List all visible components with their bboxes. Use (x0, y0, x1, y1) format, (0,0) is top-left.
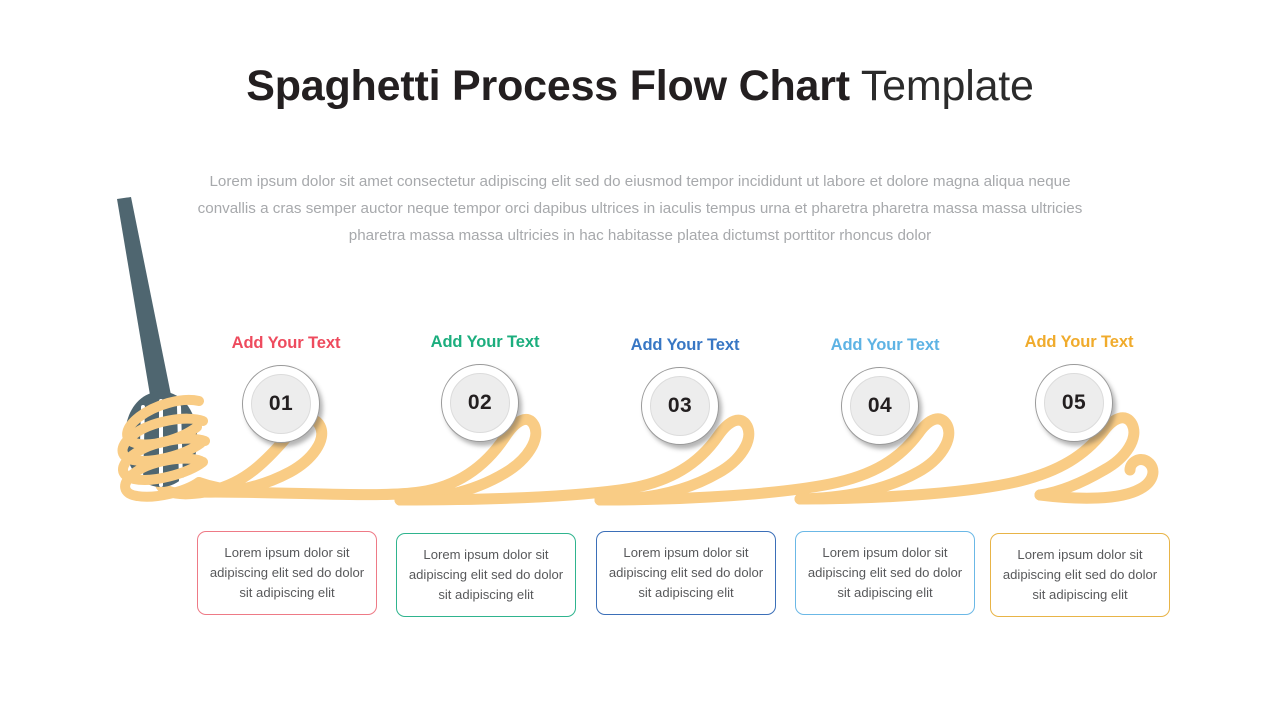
step-column-3: Add Your Text 03 (585, 336, 785, 449)
description-text-1: Lorem ipsum dolor sit adipiscing elit se… (209, 545, 365, 600)
badge-wrapper-2: 02 (385, 360, 585, 446)
title-bold-part: Spaghetti Process Flow Chart (246, 62, 850, 110)
badge-wrapper-4: 04 (785, 363, 985, 449)
title-light-part: Template (849, 62, 1034, 110)
description-text-5: Lorem ipsum dolor sit adipiscing elit se… (1002, 547, 1158, 602)
step-number-1: 01 (268, 392, 294, 415)
description-text-4: Lorem ipsum dolor sit adipiscing elit se… (807, 545, 963, 600)
description-box-4[interactable]: Lorem ipsum dolor sit adipiscing elit se… (795, 531, 975, 615)
step-badge-3[interactable]: 03 (641, 367, 719, 445)
step-heading-3: Add Your Text (630, 336, 740, 354)
step-column-4: Add Your Text 04 (785, 336, 985, 449)
description-box-2[interactable]: Lorem ipsum dolor sit adipiscing elit se… (396, 533, 576, 617)
step-number-2: 02 (467, 391, 493, 414)
badge-inner-3: 03 (650, 376, 710, 436)
step-number-3: 03 (667, 394, 693, 417)
badge-wrapper-3: 03 (585, 363, 785, 449)
step-heading-1: Add Your Text (231, 334, 341, 352)
fork-with-spaghetti-icon (117, 197, 242, 502)
badge-inner-5: 05 (1044, 373, 1104, 433)
badge-wrapper-1: 01 (186, 361, 386, 447)
step-column-5: Add Your Text 05 (979, 333, 1179, 446)
badge-inner-4: 04 (850, 376, 910, 436)
subtitle-paragraph: Lorem ipsum dolor sit amet consectetur a… (197, 173, 1083, 244)
step-badge-1[interactable]: 01 (242, 365, 320, 443)
badge-wrapper-5: 05 (979, 360, 1179, 446)
step-heading-4: Add Your Text (830, 336, 940, 354)
description-box-3[interactable]: Lorem ipsum dolor sit adipiscing elit se… (596, 531, 776, 615)
step-column-2: Add Your Text 02 (385, 333, 585, 446)
description-box-5[interactable]: Lorem ipsum dolor sit adipiscing elit se… (990, 533, 1170, 617)
description-text-2: Lorem ipsum dolor sit adipiscing elit se… (408, 547, 564, 602)
badge-inner-2: 02 (450, 373, 510, 433)
step-column-1: Add Your Text 01 (186, 334, 386, 447)
step-heading-2: Add Your Text (430, 333, 540, 351)
step-badge-2[interactable]: 02 (441, 364, 519, 442)
page-title: Spaghetti Process Flow Chart Template (0, 62, 1280, 111)
step-number-4: 04 (867, 394, 893, 417)
step-badge-5[interactable]: 05 (1035, 364, 1113, 442)
description-text-3: Lorem ipsum dolor sit adipiscing elit se… (608, 545, 764, 600)
description-box-1[interactable]: Lorem ipsum dolor sit adipiscing elit se… (197, 531, 377, 615)
step-number-5: 05 (1061, 391, 1087, 414)
step-heading-5: Add Your Text (1024, 333, 1134, 351)
step-badge-4[interactable]: 04 (841, 367, 919, 445)
badge-inner-1: 01 (251, 374, 311, 434)
